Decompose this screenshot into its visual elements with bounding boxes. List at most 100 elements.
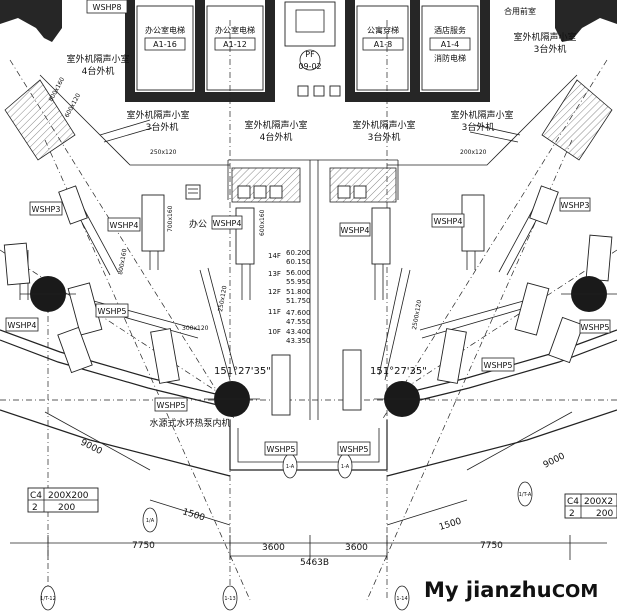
watermark-text: My jianzhu [424,578,552,602]
angle-labels: 151°27'35" 151°27'35" [214,366,427,377]
tag-wshp3-left: WSHP3 [32,205,61,214]
ou-right-top-2: 3台外机 [534,43,567,55]
grid-label-14: 1-14 [396,596,407,602]
pf-code: 09-02 [298,62,321,71]
ou-left-mid-1: 室外机隔声小室 [126,109,189,121]
angle-right: 151°27'35" [370,366,427,377]
elev-b-1: 55.950 [286,278,311,286]
core-rooms [86,0,479,97]
unit-tag-boxes [5,197,611,456]
watermark-domain: .COM [545,581,598,602]
ou-center-right-2: 3台外机 [368,131,401,143]
tag-wshp5-4: WSHP5 [267,445,296,454]
room-labels: 办公室电梯 A1-16 办公室电梯 A1-12 公寓穿梯 A1-8 酒店服务 A… [93,3,536,71]
sched-right-r1c1: C4 [567,497,579,507]
pf-label: PF [305,50,315,59]
sched-left-r2c2: 200 [58,503,75,513]
elev-b-2: 51.750 [286,297,311,305]
ou-right-top-1: 室外机隔声小室 [513,31,576,43]
sched-right-r1c2: 200X2 [584,497,613,507]
level-schedule: 14F 13F 12F 11F 10F 60.200 60.150 56.000… [268,249,311,345]
duct-size-7: 600x160 [259,209,266,236]
room-name-3: 公寓穿梯 [367,25,399,35]
dim-7750-right: 7750 [480,541,503,551]
room-name-4: 酒店服务 [434,25,466,35]
elev-a-0: 60.200 [286,249,311,257]
unit-tag-wshp8: WSHP8 [93,3,122,12]
schedule-text: C4 200X200 2 200 C4 200X2 2 200 [30,491,613,519]
floor-0: 14F [268,252,281,260]
dim-3600-b: 3600 [345,543,368,553]
ou-center-left-1: 室外机隔声小室 [244,119,307,131]
schedule-right [564,493,617,519]
ou-right-mid-1: 室外机隔声小室 [450,109,513,121]
outdoor-unit-labels: 室外机隔声小室 4台外机 室外机隔声小室 3台外机 室外机隔声小室 4台外机 室… [66,31,576,143]
floor-2: 12F [268,288,281,296]
sched-left-r1c1: C4 [30,491,42,501]
grid-label-a2: 1-A [286,464,295,470]
room-code-2: A1-12 [223,40,247,49]
duct-size-labels: 800x160 600x120 250x120 700x160 800x160 … [48,76,487,332]
duct-size-9: 200x120 [460,149,487,156]
duct-size-3: 700x160 [167,205,174,232]
sched-right-r2c2: 200 [596,509,613,519]
floor-4: 10F [268,328,281,336]
duct-size-8: 2500x120 [411,299,423,330]
top-right-room: 合用前室 [504,6,536,16]
tag-wshp5-right-edge: WSHP5 [581,323,610,332]
angle-left: 151°27'35" [214,366,271,377]
elev-b-4: 43.350 [286,337,311,345]
tag-wshp3-right: WSHP3 [561,201,590,210]
tag-wshp4-1: WSHP4 [110,221,139,230]
dim-1500-left: 1500 [181,507,206,523]
ou-center-left-2: 4台外机 [260,131,293,143]
ou-left-top-1: 室外机隔声小室 [66,53,129,65]
duct-size-5: 300x120 [182,325,209,332]
duct-size-2: 250x120 [150,149,177,156]
room-sub-4: 消防电梯 [434,53,466,63]
dim-1500-right: 1500 [438,517,463,533]
grid-bubbles [40,453,533,611]
grid-label-a2b: 1-A [341,464,350,470]
indoor-units [3,184,613,416]
room-code-4: A1-4 [441,40,460,49]
tag-wshp5-1: WSHP5 [98,307,127,316]
tag-wshp4-3: WSHP4 [341,226,370,235]
ou-left-top-2: 4台外机 [82,65,115,77]
room-name-1: 办公室电梯 [145,25,185,35]
elev-b-3: 47.550 [286,318,311,326]
room-name-2: 办公室电梯 [215,25,255,35]
grid-label-a1: 1/A [146,518,155,524]
elev-a-1: 56.000 [286,269,311,277]
tag-wshp4-4: WSHP4 [434,217,463,226]
dimension-lines [10,411,607,560]
elev-a-3: 47.600 [286,309,311,317]
tag-wshp5-5: WSHP5 [340,445,369,454]
duct-size-4: 800x160 [117,248,129,275]
watermark: My jianzhu .COM [424,578,598,602]
structural-walls [0,0,617,102]
ou-right-mid-2: 3台外机 [462,121,495,133]
elev-b-0: 60.150 [286,258,311,266]
tag-wshp4-left: WSHP4 [8,321,37,330]
dim-3600-a: 3600 [262,543,285,553]
unit-tags: WSHP3 WSHP3 WSHP4 WSHP4 WSHP4 WSHP4 WSHP… [8,201,610,454]
ou-center-right-1: 室外机隔声小室 [352,119,415,131]
duct-size-6: 250x120 [217,285,229,312]
dim-9000-right: 9000 [542,451,567,470]
pump-note: 水源式水环热泵内机 [149,417,230,429]
dim-5463: 5463B [300,558,329,568]
floor-3: 11F [268,308,281,316]
acoustic-enclosures [4,79,613,203]
ou-left-mid-2: 3台外机 [146,121,179,133]
schedule-left [27,487,99,513]
elev-a-4: 43.400 [286,328,311,336]
grid-bubble-labels: 1/T-12 1-13 1-14 1/A 1-A 1-A 1/T-A [40,464,532,602]
grid-label-12: 1/T-12 [40,596,56,602]
elev-a-2: 51.800 [286,288,311,296]
dim-7750-left: 7750 [132,541,155,551]
grid-label-13: 1-13 [224,596,235,602]
columns [20,276,617,417]
room-code-3: A1-8 [374,40,393,49]
